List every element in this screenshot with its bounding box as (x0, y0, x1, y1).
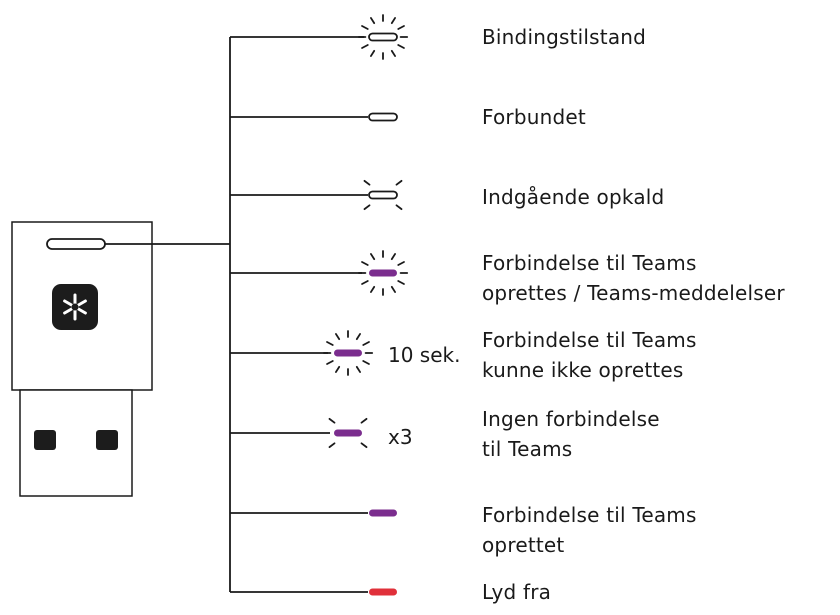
led-indicator-white (368, 112, 398, 122)
blink-rays-icon (357, 250, 409, 296)
state-connected (230, 112, 398, 122)
duration-note: 10 sek. (388, 343, 461, 367)
status-label-line: oprettet (482, 533, 565, 557)
status-label-line: oprettes / Teams-meddelelser (482, 281, 785, 305)
connector-pin-right (96, 430, 118, 450)
status-label-mute: Lyd fra (482, 577, 551, 607)
led-indicator-purple (334, 349, 362, 357)
blink-rays-icon (363, 179, 403, 211)
led-indicator-purple (334, 429, 362, 437)
usb-receiver (11, 221, 153, 497)
state-teams-connecting (230, 250, 409, 296)
duration-note: x3 (388, 425, 413, 449)
state-no-teams (230, 417, 368, 449)
state-teams-connected (230, 509, 397, 517)
status-label-line: Bindingstilstand (482, 25, 647, 49)
led-indicator-red (369, 588, 397, 596)
status-label-line: Forbindelse til Teams (482, 328, 697, 352)
status-label-line: Lyd fra (482, 580, 552, 604)
led-indicator-purple (369, 509, 397, 517)
status-label-line: Forbindelse til Teams (482, 503, 697, 527)
blink-rays-icon (357, 14, 409, 60)
connector-pin-left (34, 430, 56, 450)
status-label-teams-failed: Forbindelse til Teams kunne ikke oprettes (482, 325, 697, 385)
led-indicator-purple (369, 269, 397, 277)
state-binding (230, 14, 409, 60)
status-label-teams-connected: Forbindelse til Teams oprettet (482, 500, 697, 560)
status-label-line: Forbindelse til Teams (482, 251, 697, 275)
status-label-line: Indgående opkald (482, 185, 665, 209)
blink-rays-icon (322, 330, 374, 376)
receiver-led (46, 238, 106, 250)
blink-rays-icon (328, 417, 368, 449)
status-label-line: kunne ikke oprettes (482, 358, 684, 382)
status-label-no-teams: Ingen forbindelse til Teams (482, 404, 660, 464)
status-label-line: til Teams (482, 437, 573, 461)
led-indicator-white (368, 32, 398, 42)
state-teams-failed (230, 330, 374, 376)
led-indicator-white (368, 190, 398, 200)
state-mute (230, 588, 397, 596)
teams-asterisk-logo-icon (52, 284, 98, 330)
state-incoming (230, 179, 403, 211)
status-label-incoming: Indgående opkald (482, 182, 664, 212)
status-label-binding: Bindingstilstand (482, 22, 646, 52)
status-label-teams-connecting: Forbindelse til Teams oprettes / Teams-me… (482, 248, 785, 308)
status-label-line: Forbundet (482, 105, 586, 129)
status-label-connected: Forbundet (482, 102, 586, 132)
status-label-line: Ingen forbindelse (482, 407, 660, 431)
